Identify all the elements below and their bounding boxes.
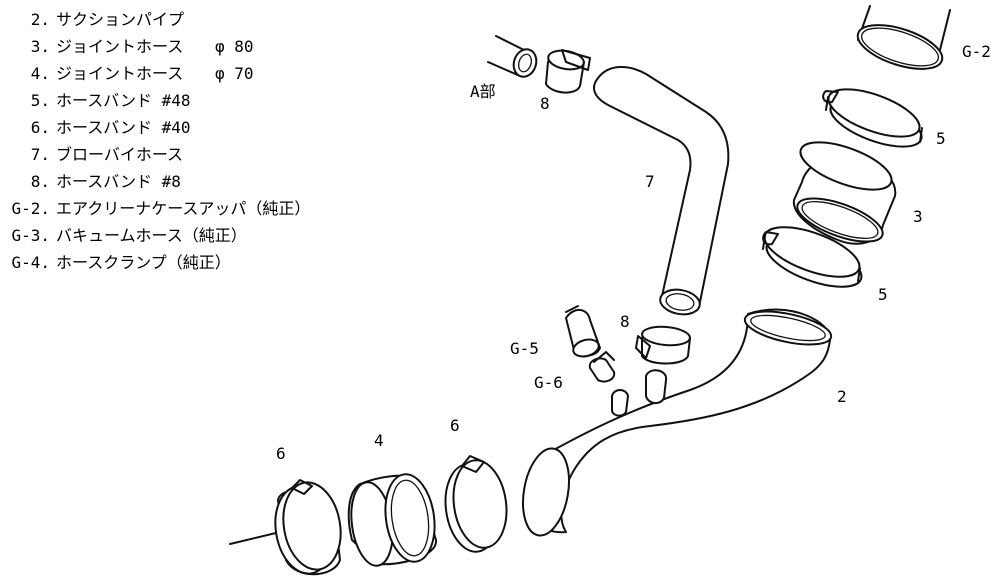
callout-g5: G-5: [510, 339, 539, 358]
part-size: φ 70: [215, 64, 254, 83]
part-name: サクションパイプ: [56, 10, 185, 29]
hose-band-8-mid-part: [635, 325, 691, 365]
parts-list-item: 7. ブローバイホース: [0, 141, 310, 168]
part-number: G-4.: [11, 253, 50, 272]
part-number: G-2.: [11, 199, 50, 218]
parts-list: 2. サクションパイプ 3. ジョイントホース φ 80 4. ジョイントホース φ 70 5.…: [0, 6, 310, 276]
callout-g2: G-2: [962, 42, 991, 61]
hose-band-8-top-part: [545, 49, 591, 94]
parts-list-item: G-2. エアクリーナケースアッパ（純正）: [0, 195, 310, 222]
part-name: エアクリーナケースアッパ（純正）: [56, 199, 311, 218]
part-name: ホースバンド #8: [56, 172, 181, 191]
hose-band-40-left-part: [229, 479, 342, 576]
air-cleaner-case-upper-part: [856, 5, 951, 70]
g6-hose-clamp-part: [588, 351, 616, 383]
a-part-pipe-stub-part: [487, 35, 538, 78]
callout-3: 3: [913, 207, 923, 226]
part-name: ホースバンド #48: [56, 91, 191, 110]
part-name: ホースバンド #40: [56, 118, 191, 137]
part-name: ブローバイホース: [56, 145, 184, 164]
callout-4: 4: [374, 431, 384, 450]
parts-list-item: 5. ホースバンド #48: [0, 87, 310, 114]
parts-list-item: 4. ジョイントホース φ 70: [0, 60, 310, 87]
callout-6-left: 6: [276, 444, 286, 463]
callout-g6: G-6: [534, 373, 563, 392]
part-number: 7.: [30, 145, 50, 164]
joint-hose-80-part: [792, 141, 897, 245]
part-name: バキュームホース（純正）: [56, 226, 247, 245]
blow-by-hose-part: [593, 66, 730, 316]
callout-8-top: 8: [540, 94, 550, 113]
part-number: 4.: [30, 64, 50, 83]
part-number: 5.: [30, 91, 50, 110]
part-number: 3.: [30, 37, 50, 56]
g5-small-pipe-part: [565, 305, 601, 358]
parts-list-item: G-4. ホースクランプ（純正）: [0, 249, 310, 276]
callout-2: 2: [837, 387, 847, 406]
parts-list-item: 3. ジョイントホース φ 80: [0, 33, 310, 60]
joint-hose-70-part: [347, 473, 437, 567]
callout-a-part: A部: [470, 82, 496, 101]
callout-7: 7: [645, 172, 655, 191]
part-number: 6.: [30, 118, 50, 137]
part-name: ジョイントホース: [56, 37, 184, 56]
part-number: G-3.: [11, 226, 50, 245]
part-name: ホースクランプ（純正）: [56, 253, 231, 272]
part-number: 2.: [30, 10, 50, 29]
hose-band-48-top-part: [822, 88, 923, 148]
part-size: φ 80: [215, 37, 254, 56]
suction-pipe-part: [522, 308, 833, 537]
part-name: ジョイントホース: [56, 64, 184, 83]
parts-list-item: G-3. バキュームホース（純正）: [0, 222, 310, 249]
parts-list-item: 6. ホースバンド #40: [0, 114, 310, 141]
callout-8-mid: 8: [620, 312, 630, 331]
parts-list-item: 2. サクションパイプ: [0, 6, 310, 33]
parts-list-item: 8. ホースバンド #8: [0, 168, 310, 195]
callout-5-top: 5: [936, 129, 946, 148]
callout-5-mid: 5: [878, 285, 888, 304]
hose-band-40-mid-part: [444, 455, 508, 553]
hose-band-48-mid-part: [762, 226, 863, 288]
callout-6-mid: 6: [450, 416, 460, 435]
part-number: 8.: [30, 172, 50, 191]
